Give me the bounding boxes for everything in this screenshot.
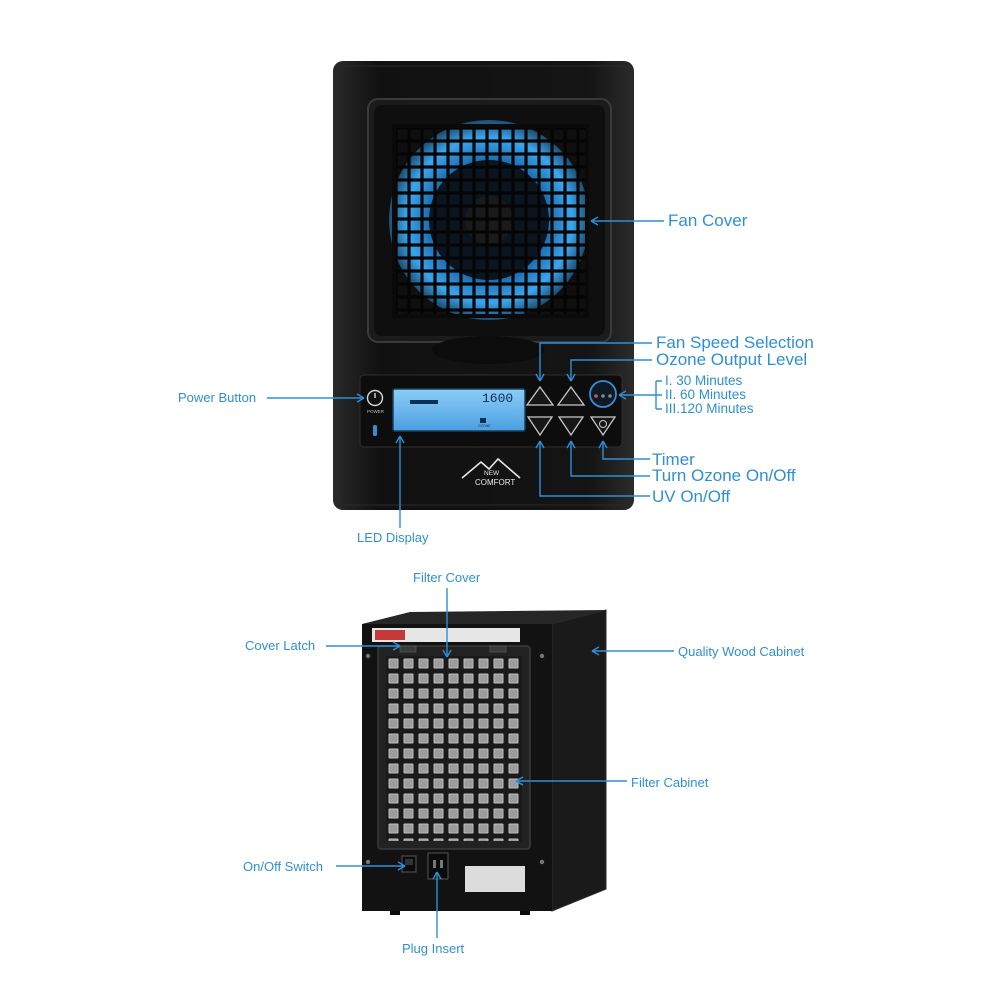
lcd-sub: OZONE [478,424,491,428]
label-turn-ozone: Turn Ozone On/Off [652,466,796,485]
label-wood-cabinet: Quality Wood Cabinet [678,644,805,659]
rear-unit [362,609,607,915]
cover-latch-right[interactable] [489,645,507,653]
fan-speed-button[interactable] [525,385,555,406]
timer-indicator [589,380,617,408]
cover-latch-left[interactable] [399,645,417,653]
front-unit: NEW COMFORT POWER 1600 OZONE [333,61,634,510]
label-ozone-output: Ozone Output Level [656,350,808,369]
power-caption: POWER [367,409,385,414]
label-uv: UV On/Off [652,487,731,506]
svg-text:NEW: NEW [484,470,500,477]
uv-button[interactable] [526,416,554,437]
led-display [392,388,526,432]
brand-logo: NEW COMFORT [461,457,521,487]
timer-button[interactable] [589,416,617,437]
ozone-toggle-button[interactable] [557,416,585,437]
filter-cabinet [386,656,522,841]
plug-insert[interactable] [427,852,449,880]
lcd-reading: 1600 [482,391,513,406]
label-timer: Timer [652,450,695,469]
label-power-button: Power Button [178,390,257,405]
label-filter-cover: Filter Cover [413,570,481,585]
label-timer-120: III.120 Minutes [665,401,754,416]
label-filter-cabinet: Filter Cabinet [631,775,709,790]
label-timer-30: I. 30 Minutes [665,373,743,388]
label-plug-insert: Plug Insert [402,941,465,956]
callout-lines [267,216,674,938]
ozone-output-button[interactable] [556,385,586,406]
label-fan-cover: Fan Cover [668,211,748,230]
label-cover-latch: Cover Latch [245,638,316,653]
svg-text:COMFORT: COMFORT [475,478,515,487]
label-led-display: LED Display [357,530,429,545]
label-onoff-switch: On/Off Switch [243,859,323,874]
label-fan-speed: Fan Speed Selection [656,333,814,352]
label-timer-60: II. 60 Minutes [665,387,747,402]
